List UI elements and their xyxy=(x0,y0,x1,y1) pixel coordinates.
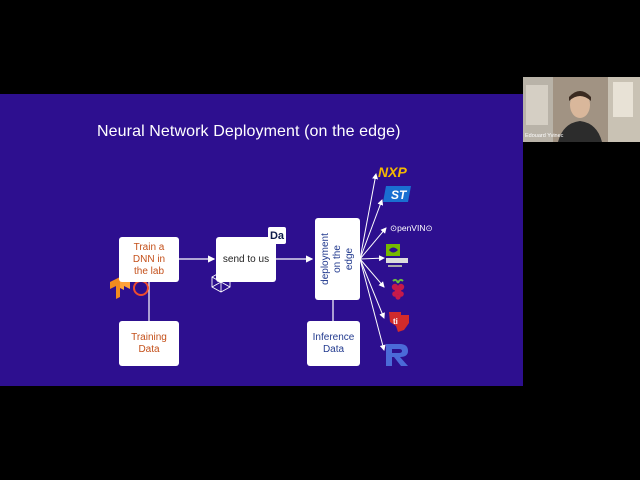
webcam-thumbnail[interactable]: Edouard Yvinec xyxy=(523,77,640,142)
openvino-logo: ⊙penVIN⊙ xyxy=(390,223,433,233)
send-to-us-label: send to us xyxy=(222,253,270,265)
train-dnn-label: Train a DNN in the lab xyxy=(132,241,166,277)
nxp-logo-text: NXP xyxy=(378,164,407,180)
deployment-label: deployment on the edge xyxy=(319,233,355,285)
slide-title: Neural Network Deployment (on the edge) xyxy=(97,123,401,140)
inference-data-label: Inference Data xyxy=(312,331,355,355)
train-dnn-box: Train a DNN in the lab xyxy=(119,237,179,282)
raspberry-pi-logo xyxy=(391,278,405,300)
svg-text:ti: ti xyxy=(393,317,398,326)
training-data-box: Training Data xyxy=(119,321,179,366)
deepomatic-badge: Da xyxy=(268,227,286,244)
send-to-us-box: send to us xyxy=(216,237,276,282)
st-logo: ST xyxy=(383,186,411,202)
presentation-slide: Neural Network Deployment (on the edge) … xyxy=(0,94,523,386)
deployment-box: deployment on the edge xyxy=(315,218,360,300)
fan-out-arrows xyxy=(359,173,387,351)
webcam-video xyxy=(523,77,640,142)
nxp-logo: NXP xyxy=(378,164,407,180)
training-data-label: Training Data xyxy=(131,331,167,355)
texas-instruments-logo: ti xyxy=(389,312,409,332)
renesas-logo xyxy=(386,344,408,366)
inference-data-box: Inference Data xyxy=(307,321,360,366)
participant-name: Edouard Yvinec xyxy=(525,133,564,139)
nvidia-logo xyxy=(386,244,408,267)
diagram-arrows: ST ti xyxy=(110,173,411,366)
svg-text:ST: ST xyxy=(391,188,408,202)
